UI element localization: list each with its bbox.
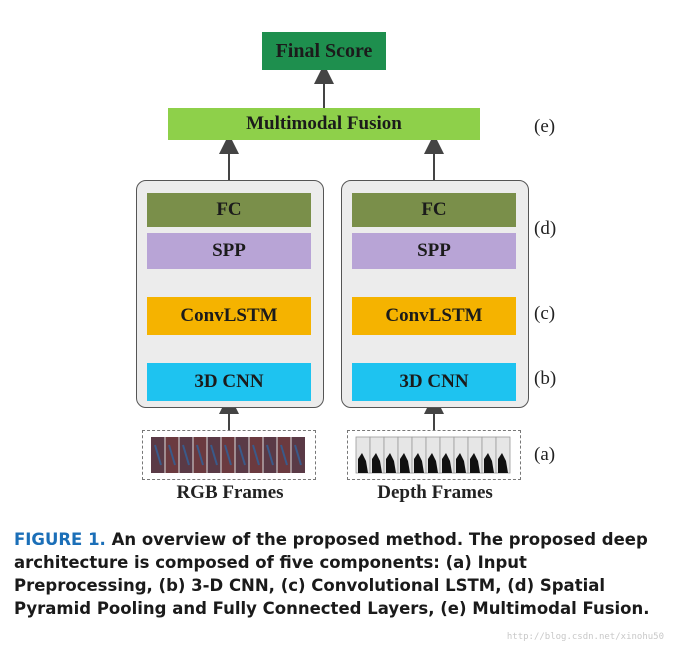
rgb-convlstm-block: ConvLSTM xyxy=(147,297,311,335)
component-label-c: (c) xyxy=(534,303,556,324)
multimodal-fusion-block: Multimodal Fusion xyxy=(168,108,480,140)
depth-frames-box xyxy=(347,430,521,480)
component-label-a: (a) xyxy=(534,444,556,465)
depth-frames-label: Depth Frames xyxy=(377,482,493,503)
depth-convlstm-block: ConvLSTM xyxy=(352,297,516,335)
component-label-e: (e) xyxy=(534,116,556,137)
final-score-block: Final Score xyxy=(262,32,386,70)
rgb-frames-label: RGB Frames xyxy=(176,482,284,503)
figure-label: FIGURE 1. xyxy=(14,530,106,549)
rgb-fc-block: FC xyxy=(147,193,311,227)
rgb-frames-box xyxy=(142,430,316,480)
depth-spp-block: SPP xyxy=(352,233,516,269)
watermark: http://blog.csdn.net/xinohu50 xyxy=(506,632,664,642)
rgb-stream-panel: FC SPP ConvLSTM 3D CNN xyxy=(136,180,324,408)
depth-3d-cnn-block: 3D CNN xyxy=(352,363,516,401)
depth-stream-panel: FC SPP ConvLSTM 3D CNN xyxy=(341,180,529,408)
depth-frames-image xyxy=(355,436,511,474)
figure-caption: FIGURE 1. An overview of the proposed me… xyxy=(14,528,664,620)
caption-text: An overview of the proposed method. The … xyxy=(14,530,650,618)
rgb-spp-block: SPP xyxy=(147,233,311,269)
component-label-d: (d) xyxy=(534,218,557,239)
depth-fc-block: FC xyxy=(352,193,516,227)
rgb-3d-cnn-block: 3D CNN xyxy=(147,363,311,401)
rgb-frames-image xyxy=(151,437,305,473)
component-label-b: (b) xyxy=(534,368,557,389)
